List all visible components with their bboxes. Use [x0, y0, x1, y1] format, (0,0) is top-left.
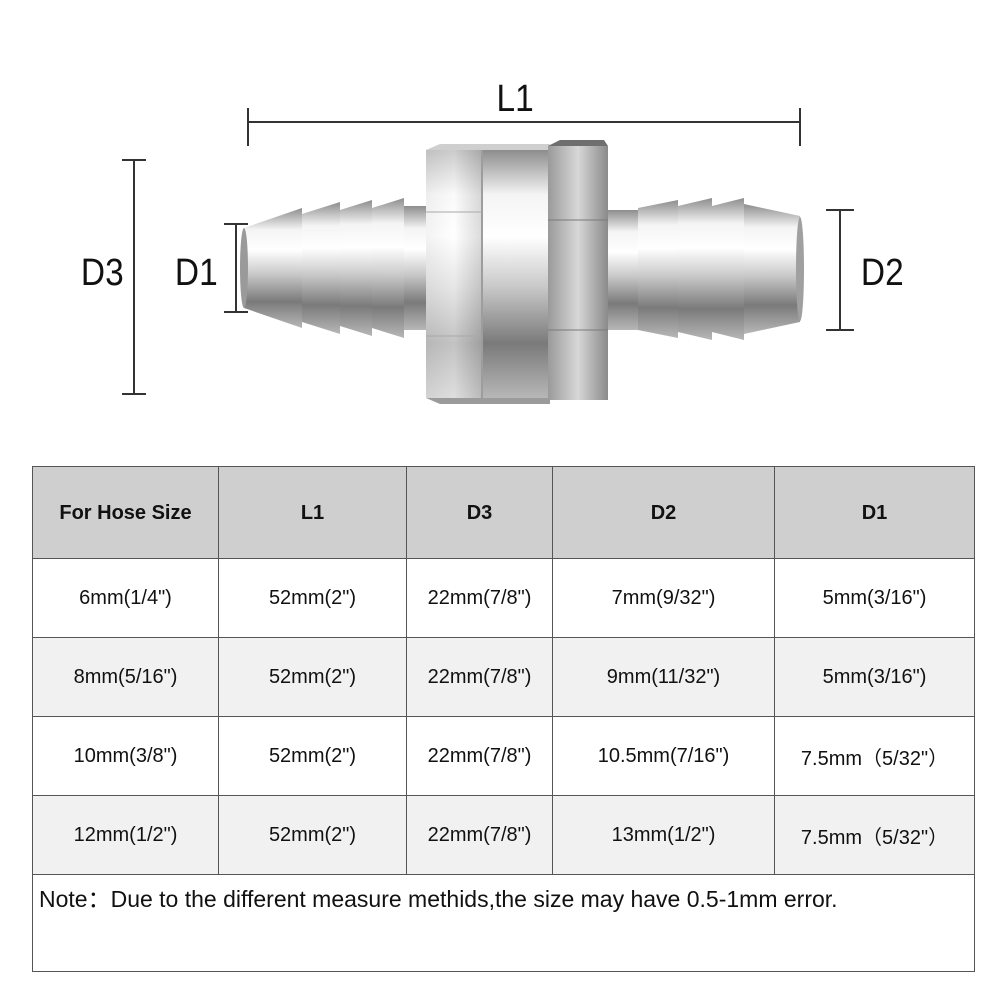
table-note-row: Note：Due to the different measure methid…	[32, 874, 975, 972]
table-cell: 7.5mm（5/32"）	[774, 795, 975, 875]
valve-illustration	[122, 108, 854, 404]
table-cell: 6mm(1/4")	[32, 558, 219, 638]
table-cell: 52mm(2")	[218, 716, 407, 796]
table-row: 6mm(1/4") 52mm(2") 22mm(7/8") 7mm(9/32")…	[32, 558, 975, 638]
table-cell: 52mm(2")	[218, 558, 407, 638]
header-d2: D2	[552, 466, 775, 559]
table-cell: 13mm(1/2")	[552, 795, 775, 875]
d2-label: D2	[860, 252, 904, 294]
d1-label: D1	[174, 252, 218, 294]
table-cell: 10.5mm(7/16")	[552, 716, 775, 796]
l1-label: L1	[496, 78, 534, 120]
d2-dimension-line	[826, 209, 854, 331]
table-cell: 7.5mm（5/32"）	[774, 716, 975, 796]
table-row: 10mm(3/8") 52mm(2") 22mm(7/8") 10.5mm(7/…	[32, 716, 975, 796]
table-cell: 5mm(3/16")	[774, 558, 975, 638]
l1-dimension-line	[247, 108, 801, 146]
table-cell: 5mm(3/16")	[774, 637, 975, 717]
table-cell: 10mm(3/8")	[32, 716, 219, 796]
table-cell: 22mm(7/8")	[406, 716, 553, 796]
table-row: 8mm(5/16") 52mm(2") 22mm(7/8") 9mm(11/32…	[32, 637, 975, 717]
table-cell: 52mm(2")	[218, 795, 407, 875]
table-cell: 22mm(7/8")	[406, 795, 553, 875]
table-note: Note：Due to the different measure methid…	[32, 874, 975, 972]
left-hex-nut	[426, 144, 550, 404]
left-barb	[240, 198, 428, 338]
table-cell: 8mm(5/16")	[32, 637, 219, 717]
table-cell: 22mm(7/8")	[406, 558, 553, 638]
header-l1: L1	[218, 466, 407, 559]
table-cell: 52mm(2")	[218, 637, 407, 717]
table-cell: 22mm(7/8")	[406, 637, 553, 717]
spec-table: For Hose Size L1 D3 D2 D1 6mm(1/4") 52mm…	[32, 466, 975, 972]
header-hose-size: For Hose Size	[32, 466, 219, 559]
table-cell: 12mm(1/2")	[32, 795, 219, 875]
table-cell: 7mm(9/32")	[552, 558, 775, 638]
right-hex-nut	[548, 140, 608, 400]
header-d1: D1	[774, 466, 975, 559]
d1-dimension-line	[224, 223, 248, 313]
right-barb	[608, 198, 804, 340]
table-header-row: For Hose Size L1 D3 D2 D1	[32, 466, 975, 559]
d3-dimension-line	[122, 159, 146, 395]
d3-label: D3	[80, 252, 124, 294]
table-row: 12mm(1/2") 52mm(2") 22mm(7/8") 13mm(1/2"…	[32, 795, 975, 875]
product-diagram: L1 D3 D1 D2	[0, 0, 1000, 440]
header-d3: D3	[406, 466, 553, 559]
table-cell: 9mm(11/32")	[552, 637, 775, 717]
